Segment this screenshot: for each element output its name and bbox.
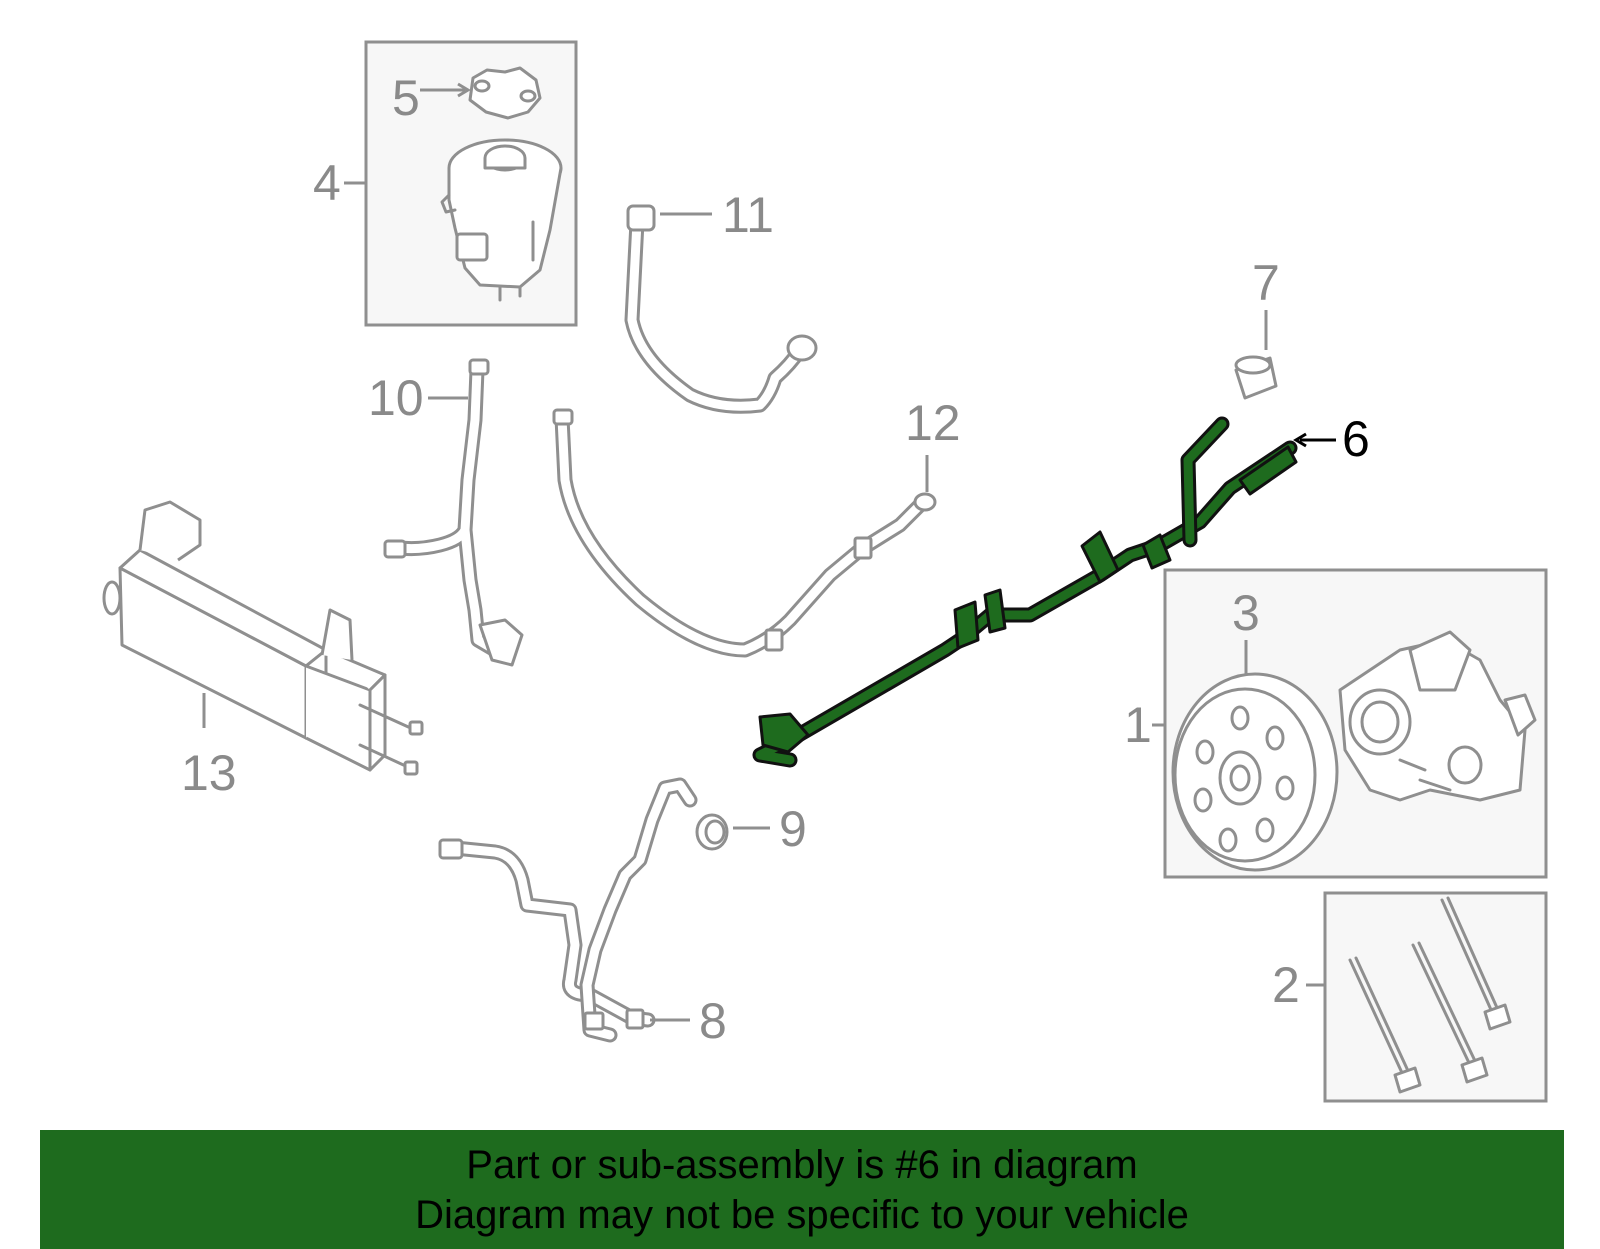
part-3-pulley[interactable] (1171, 672, 1339, 872)
part-2-box (1323, 891, 1548, 1103)
part-6-pressure-line-highlighted[interactable] (752, 416, 1298, 768)
part-11-hose[interactable] (624, 204, 818, 414)
callout-9: 9 (779, 801, 807, 857)
part-2-bolt-a[interactable] (1348, 956, 1422, 1094)
part-1-pump-body[interactable] (1338, 630, 1537, 802)
part-2-bolt-b[interactable] (1411, 941, 1489, 1084)
callout-4: 4 (313, 155, 341, 211)
part-5-reservoir-cap[interactable] (468, 66, 542, 120)
part-1-pump-group[interactable] (1163, 568, 1548, 879)
arrow-6 (1293, 432, 1307, 448)
callout-8: 8 (699, 993, 727, 1049)
part-7-cap[interactable] (1234, 355, 1278, 400)
callout-6: 6 (1342, 411, 1370, 467)
callout-10: 10 (368, 370, 424, 426)
banner-line-part-number: Part or sub-assembly is #6 in diagram (466, 1143, 1138, 1187)
callout-13: 13 (181, 745, 237, 801)
callout-12: 12 (905, 395, 961, 451)
info-banner: Part or sub-assembly is #6 in diagram Di… (40, 1130, 1564, 1249)
callout-2: 2 (1272, 957, 1300, 1013)
part-13-cooler[interactable] (102, 500, 424, 776)
part-8-line[interactable] (438, 777, 698, 1043)
part-4-reservoir-body[interactable] (440, 138, 563, 302)
callout-1: 1 (1124, 697, 1152, 753)
part-12-line[interactable] (552, 408, 937, 658)
arrow-5 (457, 82, 471, 98)
callout-7: 7 (1252, 255, 1280, 311)
part-10-hose[interactable] (383, 358, 524, 667)
callout-5: 5 (392, 70, 420, 126)
callout-11: 11 (722, 187, 774, 243)
banner-line-disclaimer: Diagram may not be specific to your vehi… (415, 1193, 1189, 1237)
callout-3: 3 (1232, 585, 1260, 641)
part-9-clamp[interactable] (695, 813, 729, 851)
part-2-bolts-group[interactable] (1323, 891, 1548, 1103)
part-2-bolt-c[interactable] (1440, 896, 1512, 1031)
part-4-reservoir-group[interactable] (364, 40, 578, 327)
